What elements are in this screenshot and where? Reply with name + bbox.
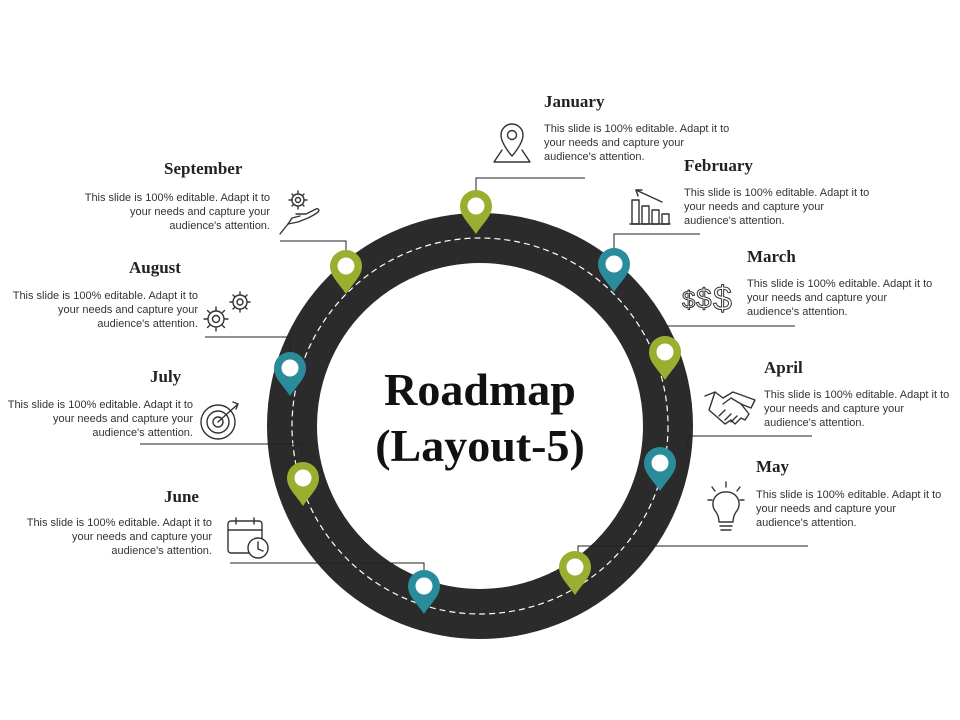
title-line-1: Roadmap: [384, 364, 576, 415]
calendar-clock-icon: [227, 517, 269, 559]
dollar-signs-icon: $ $ $: [682, 280, 733, 319]
connector-july: [140, 443, 303, 455]
month-label-february: February: [684, 156, 753, 175]
svg-text:$: $: [713, 280, 732, 318]
month-desc-january: This slide is 100% editable. Adapt it to…: [544, 123, 730, 163]
month-label-august: August: [129, 258, 181, 277]
svg-text:$: $: [696, 283, 712, 314]
connector-february: [613, 233, 700, 255]
handshake-icon: [704, 391, 756, 425]
road-dashed-lane: [291, 237, 669, 615]
connector-march: [665, 325, 795, 343]
month-desc-may: This slide is 100% editable. Adapt it to…: [756, 489, 942, 529]
pin-may: [559, 551, 591, 595]
month-label-may: May: [756, 457, 790, 476]
month-desc-september: This slide is 100% editable. Adapt it to…: [84, 192, 270, 232]
gears-icon: [203, 291, 251, 332]
pin-april: [644, 447, 676, 491]
month-desc-july: This slide is 100% editable. Adapt it to…: [7, 399, 193, 439]
month-desc-august: This slide is 100% editable. Adapt it to…: [12, 290, 198, 330]
pin-september: [330, 250, 362, 294]
connector-january: [475, 177, 585, 193]
month-label-january: January: [544, 92, 605, 111]
month-label-september: September: [164, 159, 243, 178]
light-bulb-icon: [707, 481, 745, 531]
month-label-march: March: [747, 247, 796, 266]
month-label-june: June: [164, 487, 199, 506]
month-desc-march: This slide is 100% editable. Adapt it to…: [747, 278, 933, 318]
month-desc-february: This slide is 100% editable. Adapt it to…: [684, 187, 870, 227]
month-label-april: April: [764, 358, 803, 377]
page-title: Roadmap (Layout-5): [330, 362, 630, 474]
pin-january: [460, 190, 492, 234]
pin-july: [287, 462, 319, 506]
map-pins: [274, 190, 681, 614]
pin-august: [274, 352, 306, 396]
hand-gear-icon: [279, 190, 320, 235]
title-line-2: (Layout-5): [375, 420, 585, 471]
pin-march: [649, 336, 681, 380]
pin-june: [408, 570, 440, 614]
month-desc-june: This slide is 100% editable. Adapt it to…: [26, 517, 212, 557]
month-desc-april: This slide is 100% editable. Adapt it to…: [764, 389, 950, 429]
target-icon: [200, 401, 239, 440]
connector-august: [205, 336, 291, 354]
connector-april: [687, 435, 812, 450]
connector-september: [280, 240, 347, 255]
connector-lines: [140, 177, 812, 575]
location-pin-icon: [493, 123, 531, 163]
pin-february: [598, 248, 630, 292]
month-label-july: July: [150, 367, 182, 386]
svg-text:$: $: [682, 287, 695, 314]
bar-chart-icon: [629, 189, 671, 225]
